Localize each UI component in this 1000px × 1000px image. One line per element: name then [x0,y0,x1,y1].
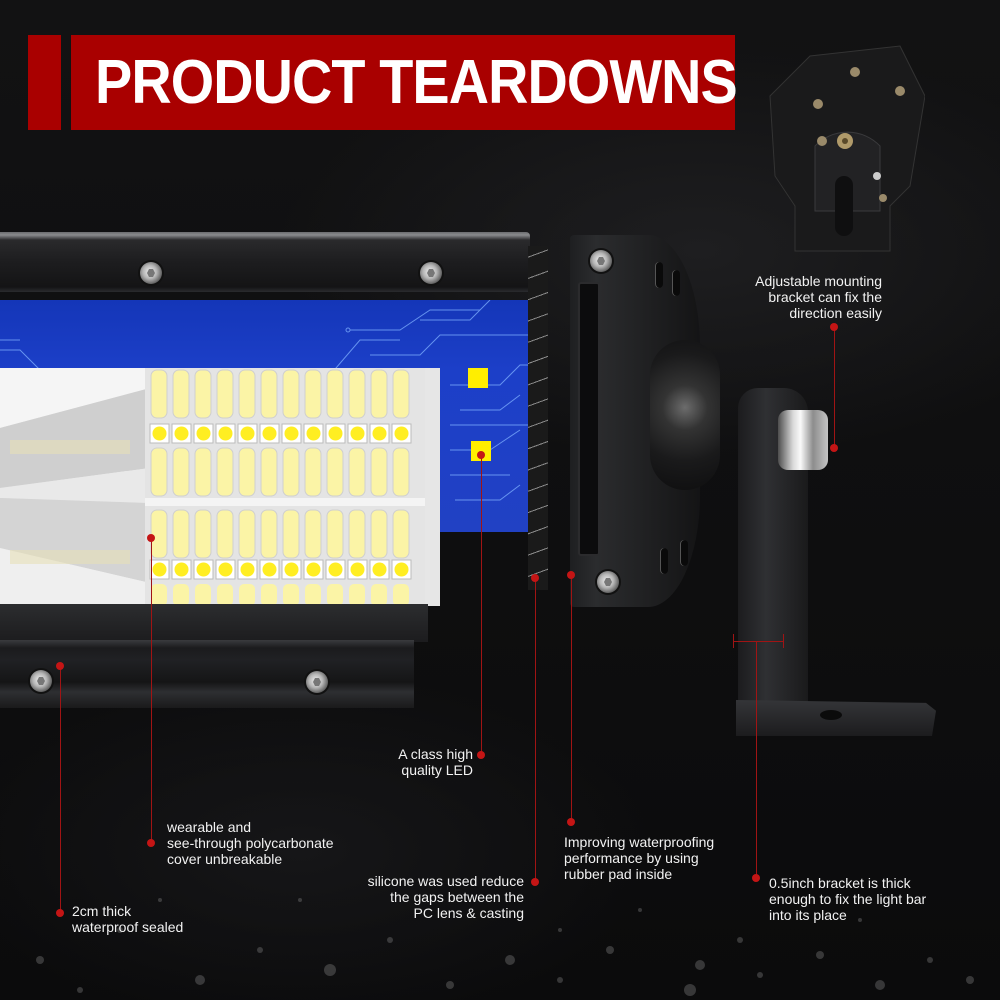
dimension-line [733,641,783,642]
title-banner [71,35,735,130]
callout-led-quality: A class high quality LED [398,746,473,778]
rotating-bracket-image [769,45,925,252]
callout-bracket-thickness: 0.5inch bracket is thick enough to fix t… [769,875,927,923]
page-title: PRODUCT TEARDOWNS [95,48,738,117]
screw-icon [597,571,619,593]
mount-slot [660,548,668,574]
dimension-tick [783,634,784,648]
callout-dot [531,574,539,582]
mount-slot [655,262,663,288]
banner-accent-stripe [28,35,61,130]
silicone-seal-edge [528,246,548,590]
callout-dot [830,323,838,331]
callout-rubber-pad: Improving waterproofing performance by u… [564,834,715,882]
callout-dot [147,839,155,847]
callout-dot [567,818,575,826]
callout-dot [531,878,539,886]
screw-icon [420,262,442,284]
callout-dot [567,571,575,579]
mount-slot [680,540,688,566]
callout-adjustable-bracket: Adjustable mounting bracket can fix the … [755,273,882,321]
circuit-trace-decoration [0,300,530,501]
screw-icon [306,671,328,693]
light-bar-top-housing [0,232,530,292]
screw-icon [30,670,52,692]
water-droplets-decoration [36,898,974,996]
reflector [0,368,150,606]
callout-dot [56,909,64,917]
dimension-tick [733,634,734,648]
screw-icon [590,250,612,272]
leader-line [756,641,757,878]
callout-waterproof-thickness: 2cm thick waterproof sealed [72,903,184,935]
callout-silicone-seal: silicone was used reduce the gaps betwee… [367,873,524,921]
callout-dot [830,444,838,452]
mount-slot [672,270,680,296]
bracket-bolt [778,410,828,470]
callout-dot [752,874,760,882]
callout-dot [477,751,485,759]
leader-line [151,538,152,843]
light-bar-lower-housing [0,604,428,642]
mounting-rail [0,640,414,708]
adjustment-knob [650,340,720,490]
callout-dot [477,451,485,459]
callout-dot [147,534,155,542]
leader-line [571,575,572,822]
rubber-pad [578,282,600,556]
leader-line [481,455,482,755]
callout-polycarbonate-cover: wearable and see-through polycarbonate c… [167,819,334,867]
led-chip-icon [468,368,488,388]
bracket-hole [820,710,842,720]
leader-line [60,666,61,913]
led-array [145,368,425,606]
screw-icon [140,262,162,284]
leader-line [834,327,835,450]
callout-dot [56,662,64,670]
leader-line [535,578,536,882]
